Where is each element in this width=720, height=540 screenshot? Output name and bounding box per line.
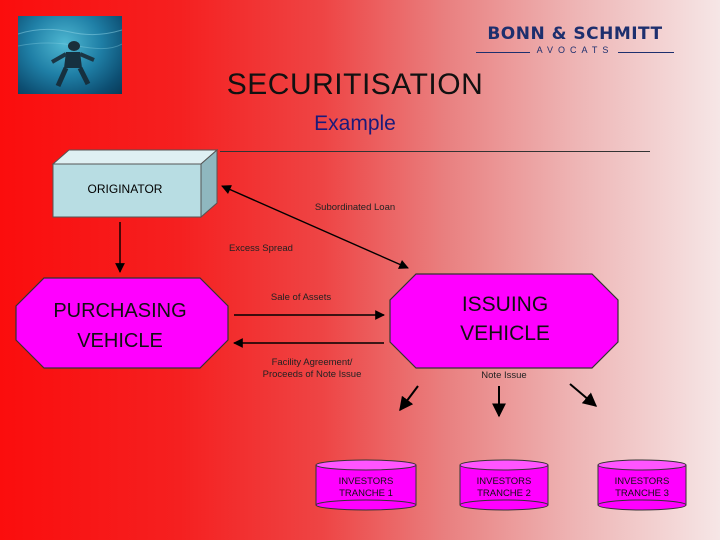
subordinated-loan-label: Subordinated Loan	[314, 202, 396, 213]
investors-tranche-3-cylinder	[597, 459, 687, 511]
purchasing-vehicle-line1: PURCHASING	[53, 300, 187, 322]
originator-box	[51, 148, 219, 219]
investors-tranche-2-cylinder	[459, 459, 549, 511]
investors-tranche-2-label: INVESTORS TRANCHE 2	[460, 476, 548, 500]
investors-tranche-1-label: INVESTORS TRANCHE 1	[316, 476, 416, 500]
purchasing-vehicle-shape	[15, 277, 229, 369]
facility-agreement-label: Facility Agreement/ Proceeds of Note Iss…	[252, 357, 372, 381]
investors-tranche-1-line2: TRANCHE 1	[339, 488, 393, 499]
purchasing-vehicle-line2: VEHICLE	[77, 330, 163, 352]
slide-subtitle: Example	[314, 112, 396, 135]
investors-tranche-2-line2: TRANCHE 2	[477, 488, 531, 499]
logo-rule-right	[618, 52, 674, 53]
sale-of-assets-label: Sale of Assets	[270, 292, 332, 303]
note-issue-arrow-tranche-3	[569, 383, 598, 407]
issuing-vehicle-label: ISSUING VEHICLE	[420, 290, 590, 348]
originator-label: ORIGINATOR	[87, 182, 163, 196]
facility-agreement-line2: Proceeds of Note Issue	[262, 369, 362, 380]
note-issue-arrow-tranche-1	[399, 385, 419, 412]
logo-subtitle: AVOCATS	[536, 45, 614, 55]
note-issue-label: Note Issue	[481, 370, 527, 381]
logo-name: BONN & SCHMITT	[487, 24, 663, 44]
facility-agreement-line1: Facility Agreement/	[271, 357, 353, 368]
purchasing-vehicle-label: PURCHASING VEHICLE	[30, 296, 210, 356]
issuing-vehicle-line1: ISSUING	[461, 293, 549, 316]
investors-tranche-3-label: INVESTORS TRANCHE 3	[598, 476, 686, 500]
swimmer-photo	[18, 16, 122, 94]
investors-tranche-3-line2: TRANCHE 3	[615, 488, 669, 499]
subordinated-loan-arrow	[221, 185, 409, 269]
slide-title: SECURITISATION	[226, 68, 484, 101]
logo-rule-left	[476, 52, 530, 53]
title-divider	[220, 151, 650, 152]
issuing-vehicle-shape	[389, 273, 619, 369]
investors-tranche-2-line1: INVESTORS	[476, 476, 532, 487]
investors-tranche-1-cylinder	[315, 459, 417, 511]
law-firm-logo: BONN & SCHMITT AVOCATS	[472, 24, 678, 66]
investors-tranche-1-line1: INVESTORS	[338, 476, 394, 487]
investors-tranche-3-line1: INVESTORS	[614, 476, 670, 487]
issuing-vehicle-line2: VEHICLE	[460, 322, 550, 345]
excess-spread-label: Excess Spread	[229, 243, 293, 254]
